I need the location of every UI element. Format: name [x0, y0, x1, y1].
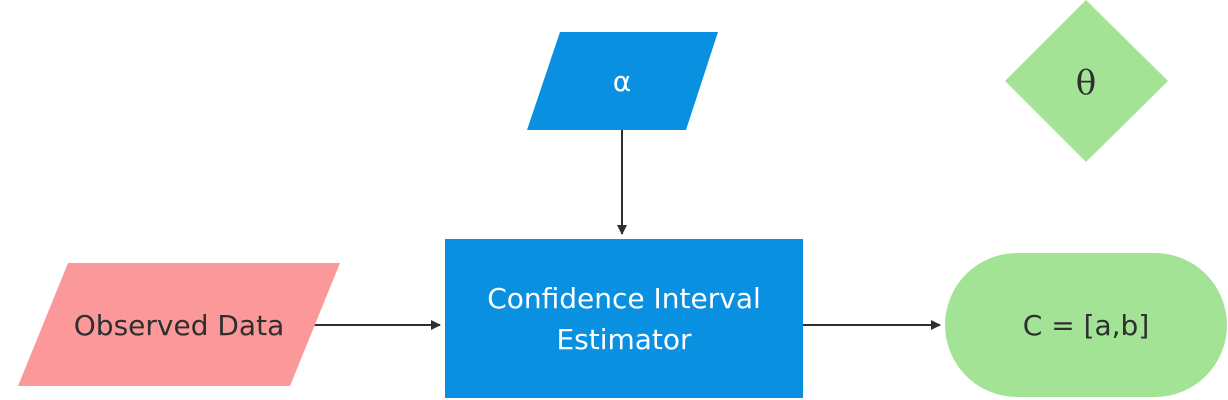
- observed-data-label: Observed Data: [74, 309, 284, 342]
- theta-diamond-shape: [1005, 0, 1168, 162]
- estimator-label-line2: Estimator: [556, 323, 692, 356]
- estimator-node[interactable]: Confidence Interval Estimator: [445, 239, 803, 398]
- theta-node[interactable]: θ: [1005, 0, 1168, 162]
- alpha-node[interactable]: α: [527, 32, 718, 130]
- alpha-parallelogram-shape: [527, 32, 718, 130]
- observed-data-parallelogram-shape: [18, 263, 340, 386]
- output-node[interactable]: C = [a,b]: [945, 253, 1227, 397]
- edges: [314, 130, 941, 330]
- theta-label: θ: [1076, 63, 1096, 103]
- output-label: C = [a,b]: [1023, 309, 1150, 342]
- observed-data-node[interactable]: Observed Data: [18, 263, 340, 386]
- alpha-label: α: [613, 65, 631, 98]
- estimator-label-line1: Confidence Interval: [487, 282, 761, 315]
- output-rounded-shape: [945, 253, 1227, 397]
- estimator-rectangle-shape: [445, 239, 803, 398]
